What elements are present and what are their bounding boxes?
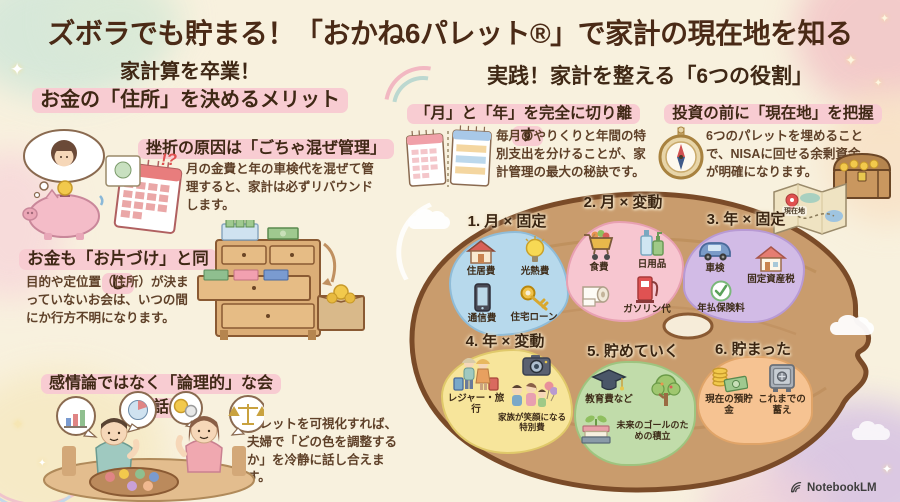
section2-body: 目的や定位置（住所）が決まっていないお会は、いつの間にか行方不明になります。 — [26, 275, 189, 325]
house-icon — [466, 240, 496, 264]
item-label: 教育費など — [585, 394, 633, 405]
tissue-icon — [582, 286, 610, 307]
couple-discussion-illustration — [43, 391, 264, 502]
group1-label: 1. 月 × 固定 — [467, 213, 547, 230]
item-label: ガソリン代 — [623, 304, 671, 315]
cloud-right — [830, 314, 874, 335]
sub1-heading: 「月」と「年」を完全に切り離す — [405, 101, 650, 146]
piggy-bank-illustration — [22, 129, 183, 240]
sparkle: ✦ — [874, 78, 883, 89]
blob-year-variable — [441, 349, 573, 454]
section2-heading: お金も「お片づけ」と同じ — [18, 245, 218, 294]
phone-icon — [473, 283, 491, 312]
group2-label: 2. 月 × 変動 — [583, 194, 663, 211]
cloud-bottom-right — [852, 421, 890, 440]
bubble-pie-chart — [119, 391, 157, 433]
sub1-body: 毎月のやりくりと年間の特別支出を分けることが、家計管理の最大の秘訣です。 — [496, 129, 647, 179]
item-label: 年払保険料 — [697, 303, 745, 314]
sparkle: ✦ — [845, 52, 857, 68]
bubble-bar-chart — [56, 396, 98, 438]
palette-thumb-hole — [662, 312, 714, 340]
map-treasure-illustration — [773, 152, 892, 235]
item-label: 家族が笑顔になる特別費 — [498, 412, 567, 433]
item-label: 現在の預貯金 — [705, 394, 753, 417]
group6-label: 6. 貯まった — [714, 341, 792, 358]
item-label: 住居費 — [466, 266, 496, 277]
page-title: ズボラでも貯まる！「おかね6パレット®」で家計の現在地を知る — [47, 18, 853, 49]
item-label: 未来のゴールのための積立 — [616, 419, 689, 441]
item-label: 固定資産税 — [747, 274, 795, 285]
item-label: 食費 — [589, 262, 609, 273]
key-icon — [520, 285, 549, 311]
notebooklm-logo-icon — [790, 481, 802, 493]
section3-body: パレットを可視化すれば、夫婦で「どの色を調整するか」を冷静に話し合えます。 — [247, 417, 398, 485]
sparkle: ✦ — [38, 458, 47, 469]
treasure-chest-icon — [832, 152, 892, 199]
section1-body: 月の金費と年の車検代を混ぜて管理すると、家計は必ずリバウンドします。 — [186, 162, 374, 212]
sparkle: ✦ — [12, 416, 24, 432]
blob-saving-up — [574, 361, 696, 466]
section1-heading: 挫折の原因は「ごちゃ混ぜ管理」 — [138, 134, 395, 159]
item-label: これまでの蓄え — [758, 394, 806, 417]
item-label: 車検 — [705, 263, 725, 274]
map-icon — [773, 182, 847, 235]
item-label: 光熱費 — [520, 266, 550, 277]
group4-label: 4. 年 × 変動 — [465, 333, 545, 350]
car-icon — [699, 242, 731, 261]
money-icon — [712, 367, 748, 393]
sparkle: ✦ — [880, 13, 890, 25]
woman-figure — [175, 416, 223, 473]
item-label: 日用品 — [637, 259, 667, 270]
man-figure — [95, 418, 140, 475]
check-icon — [710, 280, 732, 302]
bulb-icon — [525, 236, 545, 262]
compass-icon — [658, 126, 704, 180]
bottles-icon — [640, 230, 664, 256]
brand-label: NotebookLM — [807, 481, 877, 494]
calendar-pages-icon — [406, 125, 492, 187]
exclaim-mark: !? — [161, 150, 178, 169]
safe-icon — [769, 364, 795, 392]
sub2-body: 6つのパレットを埋めることで、NISAに回せる余剰資金が明確になります。 — [706, 129, 863, 179]
item-label: 住宅ローン — [510, 312, 558, 323]
bubble-scales — [228, 395, 264, 436]
house-icon — [755, 246, 787, 272]
left-header-line1: 家計算を卒業！ — [120, 61, 260, 83]
group3-label: 3. 年 × 固定 — [706, 211, 786, 228]
travelers-icon — [453, 358, 499, 391]
notebooklm-watermark: NotebookLM — [790, 481, 877, 494]
tree-icon — [651, 374, 681, 406]
item-label: レジャー・旅行 — [447, 393, 505, 416]
item-label: 通信費 — [467, 313, 497, 324]
pump-icon — [635, 276, 658, 303]
right-header: 実践！家計を整える「6つの役割」 — [486, 65, 814, 88]
left-header-line2: お金の「住所」を決めるメリット — [32, 88, 348, 113]
map-pin-label: 現在地 — [782, 206, 807, 216]
cloud-left — [408, 208, 450, 229]
group5-label: 5. 貯めていく — [587, 343, 679, 360]
sparkle: ✦ — [10, 60, 25, 79]
left-header: 家計算を卒業！ お金の「住所」を決めるメリット — [10, 60, 370, 113]
gradcap-icon — [591, 369, 627, 391]
sprout-books-icon — [581, 415, 611, 444]
sparkle: ✦ — [882, 462, 893, 476]
sub2-heading: 投資の前に「現在地」を把握 — [658, 101, 888, 124]
blob-month-fixed — [449, 231, 569, 336]
family-icon — [512, 381, 557, 407]
drawers-illustration — [197, 220, 365, 340]
cart-icon — [584, 230, 614, 260]
camera-icon — [521, 355, 551, 376]
